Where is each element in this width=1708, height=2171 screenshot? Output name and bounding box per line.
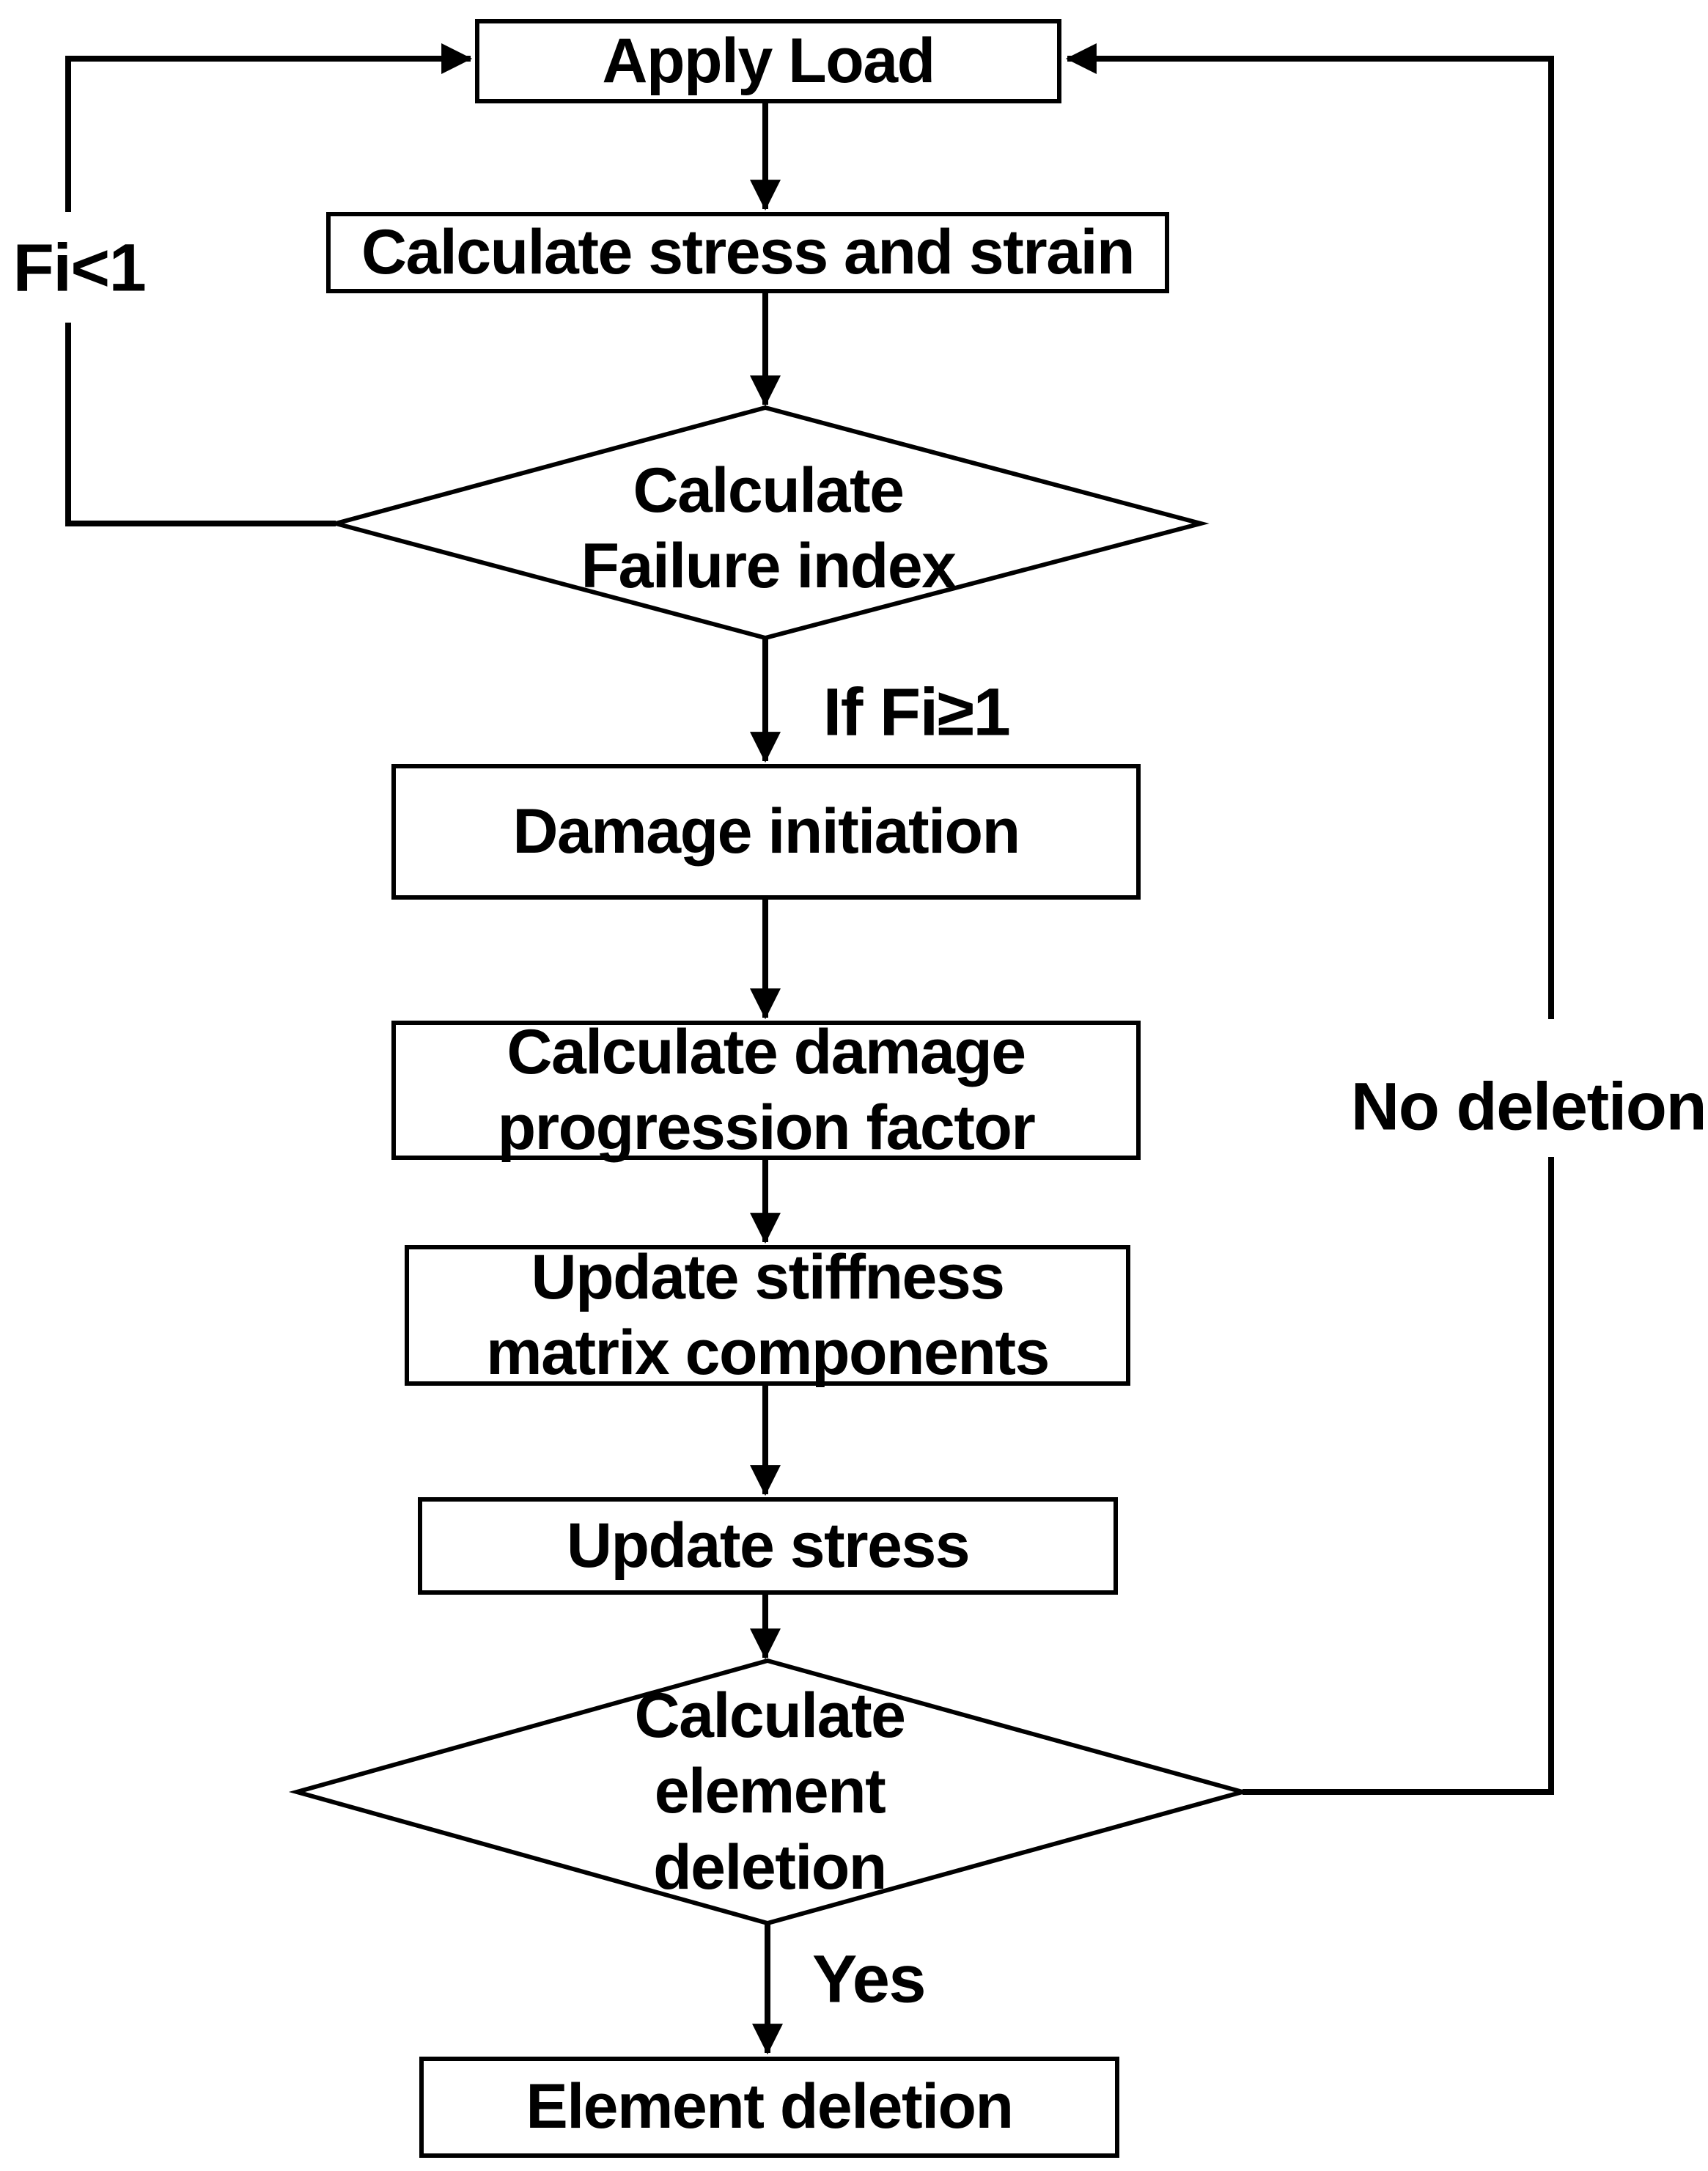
node-apply-load-label: Apply Load [602,25,935,96]
edge-label-yes: Yes [811,1942,927,2017]
edge-fi-less-loop-upper [65,43,473,212]
node-calculate-stress-strain: Calculate stress and strain [326,212,1169,293]
node-damage-initiation-label: Damage initiation [512,796,1020,867]
node-calculate-failure-index-label: Calculate Failure index [581,455,957,601]
node-update-stiffness-matrix: Update stiffness matrix components [405,1242,1130,1388]
node-element-deletion-label: Element deletion [526,2071,1014,2142]
node-damage-initiation: Damage initiation [391,764,1141,900]
node-update-stress-label: Update stress [566,1510,971,1581]
node-calculate-element-deletion: Calculate element deletion [297,1661,1243,1923]
node-apply-load: Apply Load [475,19,1061,103]
edge-fi-less-loop-lower [65,323,336,526]
edge-no-deletion-loop-lower [1243,1157,1554,1795]
node-update-stress: Update stress [418,1497,1118,1595]
node-calculate-damage-progression: Calculate damage progression factor [391,1017,1141,1163]
node-calculate-element-deletion-label: Calculate element deletion [634,1680,906,1903]
edge-label-if-fi-greater-equal-1: If Fi≥1 [822,675,1011,750]
edge-label-fi-less-than-1: Fi<1 [12,230,147,306]
edge-no-deletion-loop-upper [1065,43,1554,1019]
failure-index-diamond-shape [327,405,1210,641]
node-calculate-failure-index: Calculate Failure index [336,408,1201,638]
edge-label-no-deletion: No deletion [1350,1069,1707,1145]
node-update-stiffness-matrix-label: Update stiffness matrix components [486,1241,1050,1388]
node-calculate-damage-progression-label: Calculate damage progression factor [497,1016,1036,1163]
element-deletion-check-diamond-shape [288,1658,1251,1926]
node-calculate-stress-strain-label: Calculate stress and strain [361,216,1135,287]
node-element-deletion: Element deletion [419,2057,1119,2158]
